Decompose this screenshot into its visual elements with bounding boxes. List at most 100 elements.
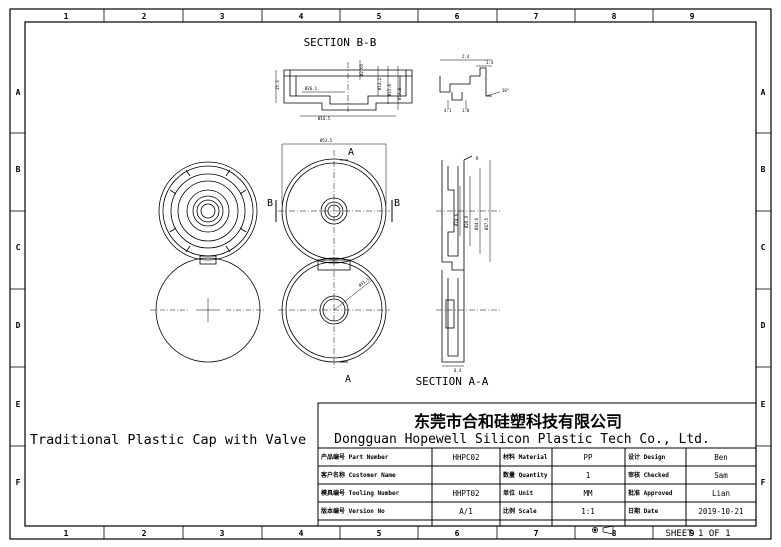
svg-text:Ø52.5: Ø52.5 [320,138,333,143]
grid-row-label: B [761,165,766,174]
grid-row-label: F [16,478,21,487]
cap-lid-view [150,257,266,363]
svg-text:Ø44.6: Ø44.6 [474,217,479,230]
outer-border [9,8,772,540]
grid-col-label: 7 [534,12,539,21]
svg-text:Ø17.8: Ø17.8 [397,87,402,100]
svg-text:Ø26.1: Ø26.1 [305,86,318,91]
scale-label: 比例 Scale [503,507,537,515]
inner-border [24,21,757,527]
grid-col-label: 2 [142,529,147,538]
svg-text:Ø13.2: Ø13.2 [377,77,382,90]
svg-text:15.3: 15.3 [275,80,280,90]
date-value: 2019-10-21 [698,507,743,516]
svg-text:Ø24.6: Ø24.6 [454,213,459,226]
quantity-label: 数量 Quantity [503,471,548,479]
front-view-dimension-text: Ø52.5 Ø31.5 [320,138,371,288]
svg-text:2.4: 2.4 [462,54,470,59]
unit-label: 单位 Unit [503,489,533,497]
cut-label-a-top: A [348,147,354,158]
section-bb-dimension-text: 15.3 Ø26.1 Ø16.5 Ø2.65 Ø13.2 Ø15.6 Ø17.8 [275,63,402,121]
part-number-label: 产品编号 Part Number [321,453,389,461]
section-bb-title: SECTION B-B [304,36,377,49]
grid-col-label: 8 [612,529,617,538]
cap-front-view [275,143,393,370]
unit-value: MM [583,489,593,498]
grid-row-label: B [16,165,21,174]
svg-text:Ø28.9: Ø28.9 [464,215,469,228]
date-label: 日期 Date [628,507,658,515]
title-block-frame [317,402,757,527]
company-name-en: Dongguan Hopewell Silicon Plastic Tech C… [334,432,710,447]
svg-text:30°: 30° [502,88,509,93]
grid-row-label: D [16,321,21,330]
detail-dimension-text: 2.4 1.4 30° 4.1 1.0 [444,54,509,113]
svg-text:1.0: 1.0 [462,108,470,113]
grid-row-label: A [761,88,766,97]
grid-col-label: 4 [299,12,304,21]
grid-col-label: 1 [64,529,69,538]
grid-col-label: 6 [455,12,460,21]
approved-label: 批准 Approved [628,489,673,497]
grid-row-label: A [16,88,21,97]
grid-col-label: 1 [64,12,69,21]
approved-value: Lian [712,489,730,498]
customer-name-label: 客户名称 Customer Name [320,471,396,479]
cut-label-b-right: B [394,198,400,209]
grid-row-label: C [16,243,21,252]
projection-symbol-icon [592,525,614,535]
section-aa-dimension-text: Ø24.6 Ø28.9 Ø44.6 Ø47.5 8.4 R [454,156,489,373]
cap-top-view-isometric [158,161,258,265]
drawing-title: Traditional Plastic Cap with Valve [30,432,306,448]
svg-text:Ø47.5: Ø47.5 [484,217,489,230]
tooling-number-label: 模具编号 Tooling Number [321,489,400,497]
svg-text:8.4: 8.4 [454,368,462,373]
svg-text:4.1: 4.1 [444,108,452,113]
part-number-value: HHPC02 [452,453,479,462]
scale-value: 1:1 [581,507,595,516]
version-value: A/1 [459,507,473,516]
company-name-cn: 东莞市合和硅塑科技有限公司 [414,412,622,431]
grid-row-label: F [761,478,766,487]
grid-col-label: 2 [142,12,147,21]
grid-dividers [10,9,771,539]
grid-col-label: 4 [299,529,304,538]
quantity-value: 1 [586,471,591,480]
grid-col-label: 9 [690,529,695,538]
grid-col-label: 3 [220,529,225,538]
grid-col-label: 6 [455,529,460,538]
svg-text:Ø16.5: Ø16.5 [318,116,331,121]
grid-col-label: 9 [690,12,695,21]
svg-text:Ø15.6: Ø15.6 [387,83,392,96]
design-value: Ben [714,453,728,462]
grid-row-label: E [761,400,766,409]
svg-text:Ø31.5: Ø31.5 [358,276,371,288]
checked-label: 审核 Checked [628,471,669,479]
version-label: 版本编号 Version No [320,507,385,515]
sheet-number: SHEET 1 OF 1 [665,529,730,539]
tooling-number-value: HHPT02 [452,489,479,498]
detail-view [439,59,501,110]
material-label: 材料 Material [502,453,548,461]
material-value: PP [583,453,593,462]
section-bb-view [275,60,413,117]
grid-row-label: E [16,400,21,409]
cut-label-a-bottom: A [345,374,351,385]
section-aa-view [436,155,500,367]
grid-col-label: 3 [220,12,225,21]
svg-text:Ø2.65: Ø2.65 [359,63,364,76]
checked-value: Sam [714,471,728,480]
cut-label-b-left: B [267,198,273,209]
grid-col-label: 5 [377,12,382,21]
grid-col-label: 8 [612,12,617,21]
svg-text:R: R [476,156,479,161]
title-block-rows: 产品编号 Part Number HHPC02 材料 Material PP 设… [320,453,744,516]
grid-col-label: 5 [377,529,382,538]
grid-row-label: C [761,243,766,252]
grid-col-label: 7 [534,529,539,538]
section-aa-title: SECTION A-A [416,375,489,388]
design-label: 设计 Design [628,453,666,461]
grid-row-label: D [761,321,766,330]
